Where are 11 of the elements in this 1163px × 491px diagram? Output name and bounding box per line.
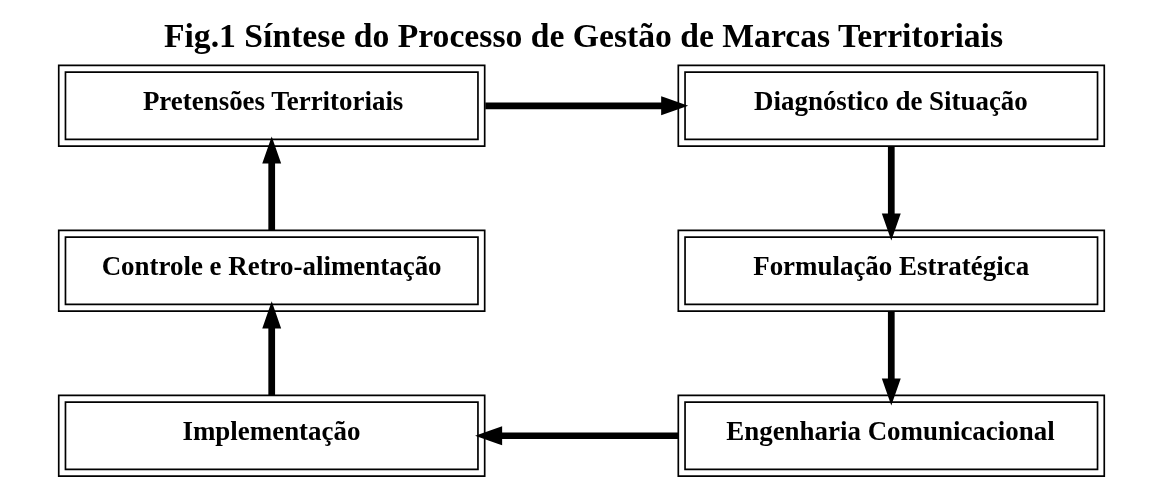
diagram-title: Fig.1 Síntese do Processo de Gestão de Marcas Territoriais — [163, 16, 1004, 54]
arrow — [262, 136, 282, 231]
node-box: Engenharia Comunicacional — [677, 394, 1106, 477]
node-box: Implementação — [57, 394, 486, 477]
node-box: Pretensões Territoriais — [57, 64, 486, 147]
arrow — [881, 146, 901, 241]
node-box: Controle e Retro-alimentação — [57, 229, 486, 312]
arrow — [262, 301, 282, 396]
node-box: Diagnóstico de Situação — [677, 64, 1106, 147]
node-box: Formulação Estratégica — [677, 229, 1106, 312]
arrow — [881, 311, 901, 406]
